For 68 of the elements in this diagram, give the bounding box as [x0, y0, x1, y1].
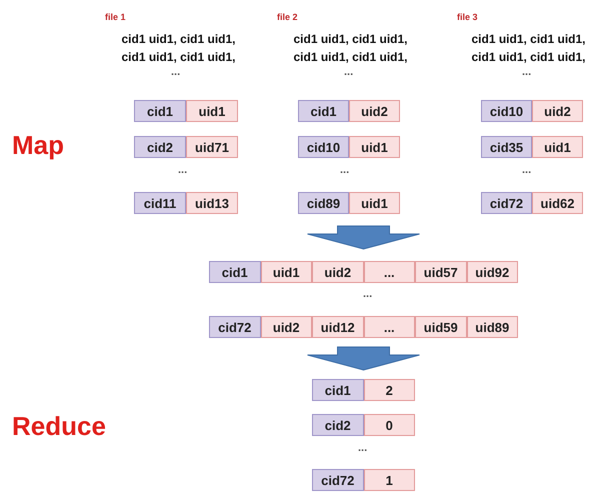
key-cell: cid1: [298, 100, 349, 122]
record-row: [298, 136, 400, 158]
ellipsis: ...: [522, 66, 532, 78]
value-cell: ...: [364, 316, 415, 338]
record-row: [481, 192, 583, 214]
file-label: file 1: [105, 12, 126, 22]
ellipsis: ...: [358, 442, 368, 454]
key-cell: cid72: [312, 469, 364, 491]
key-cell: cid1: [312, 379, 364, 401]
record-row: [209, 316, 518, 338]
block-arrow: [307, 226, 420, 250]
key-cell: cid10: [298, 136, 349, 158]
key-cell: cid2: [312, 414, 364, 436]
value-cell: uid1: [349, 136, 400, 158]
value-cell: 2: [364, 379, 415, 401]
value-cell: uid2: [349, 100, 400, 122]
key-cell: cid2: [134, 136, 186, 158]
record-row: [134, 192, 238, 214]
record-row: [312, 469, 415, 491]
record-text: cid1 uid1, cid1 uid1, cid1 uid1, cid1 uid1,: [120, 31, 237, 66]
value-cell: uid2: [532, 100, 583, 122]
ellipsis: ...: [171, 66, 180, 78]
key-cell: cid1: [209, 261, 260, 283]
value-cell: uid1: [349, 192, 400, 214]
record-row: [312, 414, 415, 436]
record-text: cid1 uid1, cid1 uid1, cid1 uid1, cid1 uid1,: [470, 31, 587, 66]
value-cell: uid12: [312, 316, 364, 338]
value-cell: uid1: [532, 136, 583, 158]
key-cell: cid1: [134, 100, 186, 122]
record-row: [481, 100, 583, 122]
file-label: file 3: [457, 12, 478, 22]
key-cell: cid11: [134, 192, 186, 214]
record-row: [481, 136, 583, 158]
value-cell: uid59: [415, 316, 466, 338]
value-cell: uid57: [415, 261, 466, 283]
key-cell: cid35: [481, 136, 532, 158]
key-cell: cid72: [209, 316, 260, 338]
ellipsis: ...: [344, 66, 354, 78]
value-cell: uid92: [466, 261, 518, 283]
value-cell: uid71: [186, 136, 238, 158]
record-row: [134, 136, 238, 158]
value-cell: ...: [364, 261, 415, 283]
value-cell: 1: [364, 469, 415, 491]
block-arrow: [307, 346, 420, 371]
ellipsis: ...: [178, 164, 188, 176]
value-cell: uid13: [186, 192, 238, 214]
value-cell: uid2: [260, 316, 312, 338]
record-row: [312, 379, 415, 401]
record-row: [298, 100, 400, 122]
record-row: [298, 192, 400, 214]
value-cell: uid2: [312, 261, 364, 283]
value-cell: 0: [364, 414, 415, 436]
ellipsis: ...: [363, 288, 372, 300]
ellipsis: ...: [522, 164, 532, 176]
key-cell: cid10: [481, 100, 532, 122]
value-cell: uid62: [532, 192, 583, 214]
key-cell: cid72: [481, 192, 532, 214]
record-row: [134, 100, 238, 122]
record-row: [209, 261, 518, 283]
stage-heading: Map: [12, 130, 64, 161]
value-cell: uid89: [466, 316, 518, 338]
record-text: cid1 uid1, cid1 uid1, cid1 uid1, cid1 uid1,: [292, 31, 409, 66]
value-cell: uid1: [186, 100, 238, 122]
value-cell: uid1: [260, 261, 312, 283]
key-cell: cid89: [298, 192, 349, 214]
file-label: file 2: [277, 12, 298, 22]
ellipsis: ...: [340, 164, 350, 176]
stage-heading: Reduce: [12, 411, 106, 442]
